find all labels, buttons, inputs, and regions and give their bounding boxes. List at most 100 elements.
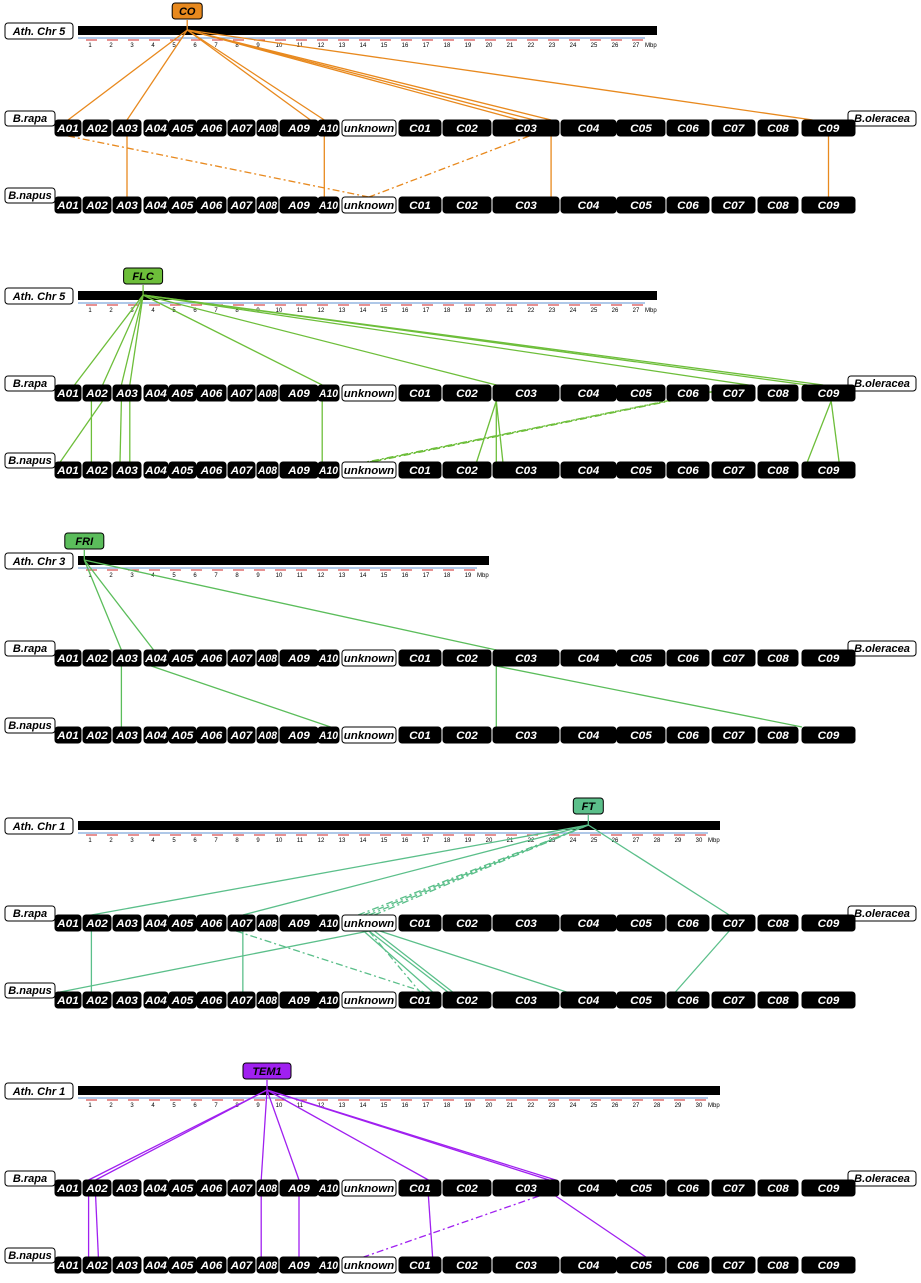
chromosome-c02: C02 <box>442 384 492 402</box>
tick-label: 25 <box>591 43 598 49</box>
tick-label: 19 <box>465 308 472 314</box>
unit-label: Mbp <box>645 43 657 49</box>
chromosome-label: C02 <box>456 388 478 400</box>
dashed-link-unknown <box>368 930 421 993</box>
chromosome-label: C08 <box>767 1260 790 1272</box>
chromosome-label: C05 <box>630 1260 653 1272</box>
tick-label: 8 <box>235 43 239 49</box>
tick-label: 26 <box>612 838 619 844</box>
link-ath-to-a10 <box>186 29 325 121</box>
chromosome-label: A09 <box>287 200 311 212</box>
ath-chromosome-bar <box>78 556 489 565</box>
link-ath-to-c07 <box>143 294 749 386</box>
chromosome-label: unknown <box>344 465 395 477</box>
chromosome-label: C06 <box>677 1183 700 1195</box>
chromosome-label: A05 <box>171 465 195 477</box>
chromosome-a02: A02 <box>82 461 112 479</box>
tick-label: 26 <box>612 308 619 314</box>
chromosome-label: C04 <box>578 1183 600 1195</box>
chromosome-label: A06 <box>200 653 224 665</box>
chromosome-a03: A03 <box>112 726 142 744</box>
ath-chr-label: Ath. Chr 3 <box>4 552 74 570</box>
chromosome-c09: C09 <box>801 914 856 932</box>
chromosome-label: A01 <box>56 918 79 930</box>
chromosome-label: C06 <box>677 465 700 477</box>
chromosome-label: A05 <box>171 730 195 742</box>
species-label-b-oleracea: B.oleracea <box>847 110 917 127</box>
tick-label: 2 <box>109 573 113 579</box>
chromosome-label: A06 <box>200 995 224 1007</box>
chromosome-c07: C07 <box>711 914 756 932</box>
chromosome-c04: C04 <box>560 196 617 214</box>
chromosome-label: unknown <box>344 653 395 665</box>
chromosome-label: A04 <box>144 200 167 212</box>
chromosome-c09: C09 <box>801 991 856 1009</box>
chromosome-c06: C06 <box>666 461 710 479</box>
chromosome-label: A03 <box>115 388 138 400</box>
chromosome-unknown: unknown <box>341 991 397 1009</box>
chromosome-a01: A01 <box>54 384 82 402</box>
link-ath-to-a03 <box>83 559 123 651</box>
tick-label: 10 <box>276 308 283 314</box>
chromosome-label: A02 <box>85 918 108 930</box>
chromosome-label: C02 <box>456 465 478 477</box>
chromosome-label: C01 <box>409 388 431 400</box>
chromosome-label: C08 <box>767 465 790 477</box>
svg-text:B.rapa: B.rapa <box>13 643 47 655</box>
chromosome-a07: A07 <box>227 991 256 1009</box>
tick-label: 21 <box>507 838 514 844</box>
tick-label: 27 <box>633 308 640 314</box>
tick-label: 5 <box>172 838 176 844</box>
chromosome-a04: A04 <box>143 914 169 932</box>
ath-chr-label-text: Ath. Chr 1 <box>12 821 66 833</box>
chromosome-label: A06 <box>200 388 224 400</box>
chromosome-label: A10 <box>318 918 339 930</box>
chromosome-a09: A09 <box>279 726 319 744</box>
dashed-link-unknown <box>368 824 589 916</box>
link-ath-to-a09 <box>186 29 311 121</box>
chromosome-c07: C07 <box>711 119 756 137</box>
chromosome-label: C06 <box>677 730 700 742</box>
chromosome-label: C08 <box>767 995 790 1007</box>
chromosome-a07: A07 <box>227 461 256 479</box>
tick-label: 16 <box>402 43 409 49</box>
chromosome-label: A04 <box>144 730 167 742</box>
chromosome-a07: A07 <box>227 196 256 214</box>
link-a02-to-a01 <box>59 400 104 463</box>
tick-label: 17 <box>423 838 430 844</box>
chromosome-label: A09 <box>287 388 311 400</box>
chromosome-a04: A04 <box>143 1256 169 1274</box>
chromosome-label: A04 <box>144 123 167 135</box>
gene-label-text: FLC <box>132 271 154 283</box>
chromosome-label: A02 <box>85 200 108 212</box>
chromosome-c08: C08 <box>757 196 799 214</box>
chromosome-label: A07 <box>230 465 254 477</box>
tick-label: 24 <box>570 1103 577 1109</box>
chromosome-label: C08 <box>767 730 790 742</box>
chromosome-label: A04 <box>144 1183 167 1195</box>
chromosome-label: A02 <box>85 730 108 742</box>
link-c03-to-c02 <box>475 400 497 463</box>
tick-label: 20 <box>486 838 493 844</box>
chromosome-c03: C03 <box>492 1179 560 1197</box>
chromosome-label: C07 <box>723 123 746 135</box>
dashed-link-a07 <box>235 930 425 993</box>
chromosome-label: A06 <box>200 1260 224 1272</box>
svg-text:B.rapa: B.rapa <box>13 113 47 125</box>
chromosome-label: A07 <box>230 1260 254 1272</box>
chromosome-a10: A10 <box>317 1179 340 1197</box>
chromosome-label: A04 <box>144 995 167 1007</box>
species-label-b-napus: B.napus <box>4 982 56 999</box>
chromosome-label: A04 <box>144 653 167 665</box>
tick-label: 9 <box>256 1103 260 1109</box>
chromosome-c06: C06 <box>666 991 710 1009</box>
link-ath-to-c09 <box>187 29 813 121</box>
chromosome-label: unknown <box>344 388 395 400</box>
chromosome-c08: C08 <box>757 991 799 1009</box>
chromosome-a05: A05 <box>168 726 197 744</box>
gene-label-co: CO <box>171 2 203 30</box>
chromosome-a05: A05 <box>168 914 197 932</box>
chromosome-label: C09 <box>818 1260 841 1272</box>
